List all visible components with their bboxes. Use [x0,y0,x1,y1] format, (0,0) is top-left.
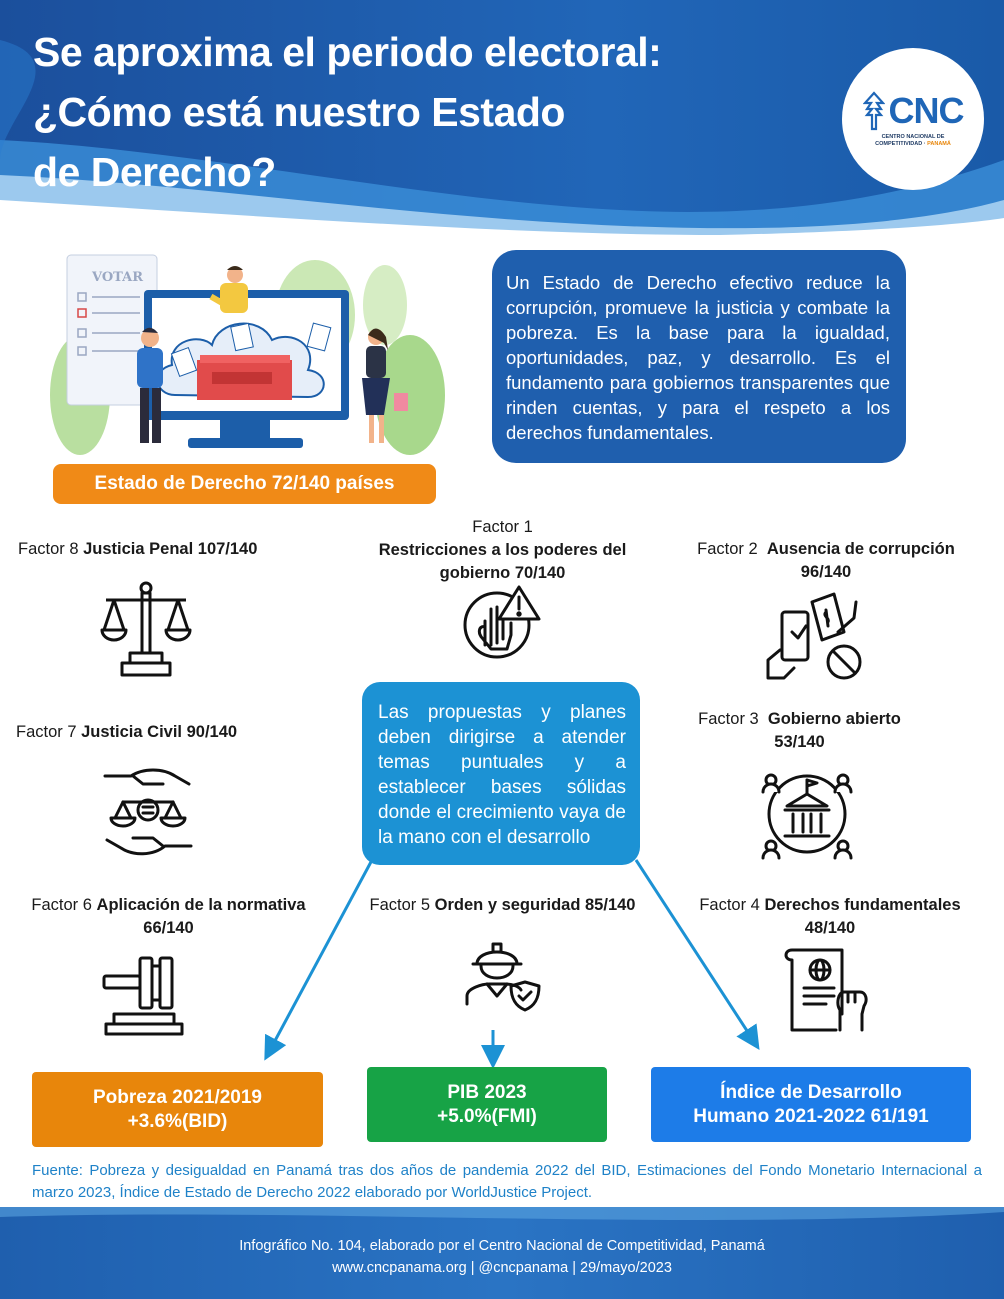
factor-5-label: Factor 5 Orden y seguridad 85/140 [369,896,636,914]
footer-banner: Infográfico No. 104, elaborado por el Ce… [0,1207,1004,1299]
footer-credit: Infográfico No. 104, elaborado por el Ce… [239,1238,765,1254]
cnc-logo: CNC Centro Nacional de Competitividad · … [842,48,984,190]
header-banner: Se aproxima el periodo electoral: ¿Cómo … [0,0,1004,235]
idh-box: Índice de Desarrollo Humano 2021-2022 61… [651,1067,971,1142]
tree-arrow-icon [862,91,885,131]
factor-8-label: Factor 8 Justicia Penal 107/140 [18,540,258,558]
stop-hand-warning-icon [463,585,541,659]
factor-7-label: Factor 7 Justicia Civil 90/140 [16,723,238,741]
arrow-to-pobreza [264,859,374,1061]
person-right [362,328,408,443]
header-wave-background [0,0,1004,235]
civil-justice-hands-icon [103,768,193,856]
arrow-to-idh [634,859,760,1051]
factor-1-label: Factor 1 Restricciones a los poderes del… [378,518,627,582]
pib-box: PIB 2023 +5.0%(FMI) [367,1067,607,1142]
person-top [209,266,248,313]
rights-document-fist-icon [784,948,868,1032]
center-textbox: Las propuestas y planes deben dirigirse … [362,682,640,865]
security-worker-icon [465,942,541,1012]
open-government-icon [761,773,853,860]
plant-right [375,335,445,455]
anti-corruption-icon [766,592,862,680]
ballot-label: VOTAR [91,270,143,285]
logo-text: CNC [888,90,965,131]
page-title: Se aproxima el periodo electoral: ¿Cómo … [33,29,662,195]
logo-subtitle: Centro Nacional de Competitividad · Pana… [875,134,951,147]
voting-illustration: VOTAR [50,254,445,455]
pobreza-box: Pobreza 2021/2019 +3.6%(BID) [32,1072,323,1147]
scales-of-justice-icon [100,581,192,677]
gavel-icon [102,956,184,1036]
source-note: Fuente: Pobreza y desigualdad en Panamá … [32,1162,982,1201]
rank-pill: Estado de Derecho 72/140 países [53,464,436,504]
intro-textbox: Un Estado de Derecho efectivo reduce la … [492,250,906,463]
footer-links: www.cncpanama.org | @cncpanama | 29/mayo… [332,1260,672,1276]
footer-wave-background [0,1207,1004,1299]
person-left [137,327,163,443]
